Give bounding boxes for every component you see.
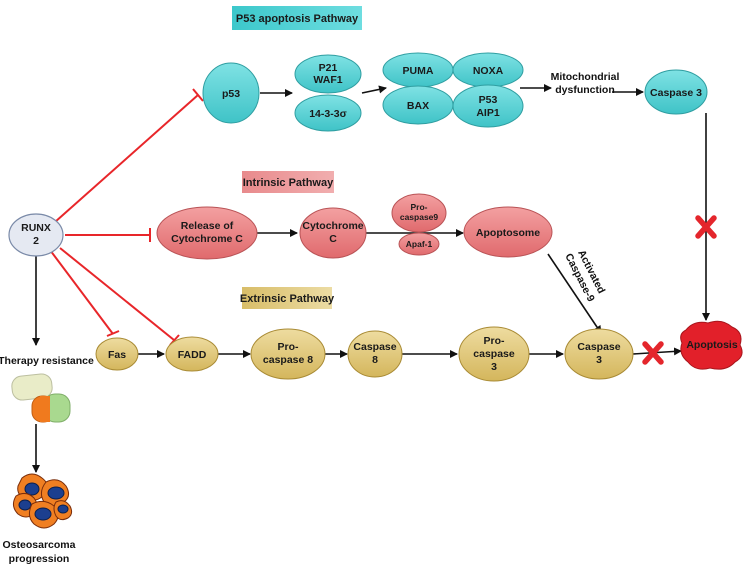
- svg-text:progression: progression: [9, 553, 70, 565]
- inhibit-runx-fadd: [59, 247, 175, 341]
- node-apoptosis: Apoptosis: [680, 320, 743, 370]
- node-caspase3-top: Caspase 3: [644, 69, 708, 115]
- node-p53aip1: P53 AIP1: [452, 84, 524, 128]
- node-release-cytochrome-c: Release of Cytochrome C: [156, 206, 258, 260]
- node-puma: PUMA: [382, 52, 454, 88]
- svg-text:P53: P53: [479, 94, 498, 106]
- node-cytochrome-c: Cytochrome C: [299, 207, 367, 259]
- node-pro-caspase9: Pro- caspase9: [391, 193, 447, 233]
- svg-text:Caspase 3: Caspase 3: [650, 87, 702, 99]
- svg-text:NOXA: NOXA: [473, 65, 504, 77]
- svg-text:Intrinsic Pathway: Intrinsic Pathway: [243, 177, 334, 189]
- svg-text:WAF1: WAF1: [313, 74, 342, 86]
- node-14-3-3-sigma: 14-3-3σ: [294, 94, 362, 132]
- activation-arrows: [32, 84, 710, 473]
- node-caspase3: Caspase 3: [564, 328, 634, 380]
- title-extrinsic-pathway: Extrinsic Pathway: [240, 287, 335, 309]
- svg-text:Cytochrome: Cytochrome: [302, 220, 363, 232]
- node-fadd: FADD: [165, 336, 219, 372]
- label-mitochondrial-dysfunction: Mitochondrial dysfunction: [551, 71, 620, 96]
- title-intrinsic-pathway: Intrinsic Pathway: [242, 171, 334, 193]
- node-noxa: NOXA: [452, 52, 524, 88]
- svg-text:C: C: [329, 233, 337, 245]
- node-fas: Fas: [95, 337, 139, 371]
- inhibit-runx-fas: [49, 249, 114, 335]
- svg-text:Cytochrome C: Cytochrome C: [171, 233, 243, 245]
- svg-text:caspase9: caspase9: [400, 212, 439, 222]
- label-activated-caspase9: Activated Caspase-9: [562, 248, 607, 304]
- node-pro-caspase3: Pro- caspase 3: [458, 326, 530, 382]
- svg-text:8: 8: [372, 354, 378, 366]
- svg-text:RUNX: RUNX: [21, 222, 51, 234]
- svg-text:AIP1: AIP1: [476, 107, 500, 119]
- red-x-block-icon: [642, 341, 664, 365]
- svg-text:Fas: Fas: [108, 349, 126, 361]
- svg-text:caspase 8: caspase 8: [263, 354, 313, 366]
- svg-text:Caspase: Caspase: [577, 341, 620, 353]
- node-bax: BAX: [382, 85, 454, 125]
- svg-text:caspase: caspase: [473, 348, 515, 360]
- inhibit-bar-fas: [106, 330, 120, 337]
- node-pro-caspase8: Pro- caspase 8: [250, 328, 326, 380]
- red-x-block-icon: [695, 215, 717, 239]
- svg-text:Mitochondrial: Mitochondrial: [551, 71, 620, 83]
- inhibit-runx-p53: [54, 94, 199, 223]
- label-osteosarcoma-progression: Osteosarcoma progression: [3, 539, 76, 565]
- svg-text:Release of: Release of: [181, 220, 234, 232]
- svg-text:FADD: FADD: [178, 349, 207, 361]
- node-apoptosome: Apoptosome: [463, 206, 553, 258]
- svg-text:Pro-: Pro-: [411, 202, 428, 212]
- svg-text:2: 2: [33, 235, 39, 247]
- svg-text:P21: P21: [319, 62, 338, 74]
- arrow-p21-puma: [361, 85, 387, 94]
- svg-text:3: 3: [596, 354, 602, 366]
- node-apaf1: Apaf-1: [398, 232, 440, 256]
- capsule-icon: [11, 373, 71, 423]
- svg-text:dysfunction: dysfunction: [555, 84, 615, 96]
- node-p53: p53: [202, 62, 260, 124]
- svg-text:3: 3: [491, 361, 497, 373]
- label-therapy-resistance: Therapy resistance: [0, 355, 94, 367]
- inhibit-bar-p53: [192, 88, 204, 102]
- node-runx2: RUNX 2: [8, 213, 64, 257]
- tumor-cells-icon: [12, 473, 73, 529]
- title-p53-pathway: P53 apoptosis Pathway: [232, 6, 362, 30]
- node-caspase8: Caspase 8: [347, 330, 403, 378]
- svg-text:Apoptosome: Apoptosome: [476, 227, 540, 239]
- svg-text:14-3-3σ: 14-3-3σ: [309, 108, 347, 120]
- svg-text:Apaf-1: Apaf-1: [406, 239, 433, 249]
- svg-text:Caspase: Caspase: [353, 341, 396, 353]
- svg-text:Osteosarcoma: Osteosarcoma: [3, 539, 76, 551]
- svg-text:p53: p53: [222, 88, 240, 100]
- svg-text:Extrinsic Pathway: Extrinsic Pathway: [240, 293, 335, 305]
- svg-text:P53 apoptosis Pathway: P53 apoptosis Pathway: [236, 13, 359, 25]
- svg-text:BAX: BAX: [407, 100, 429, 112]
- svg-text:Apoptosis: Apoptosis: [686, 339, 737, 351]
- svg-text:Pro-: Pro-: [484, 335, 506, 347]
- node-p21-waf1: P21 WAF1: [294, 54, 362, 94]
- svg-text:PUMA: PUMA: [403, 65, 434, 77]
- arrow-apoptosome-caspase3: [547, 253, 602, 334]
- svg-text:Pro-: Pro-: [278, 341, 300, 353]
